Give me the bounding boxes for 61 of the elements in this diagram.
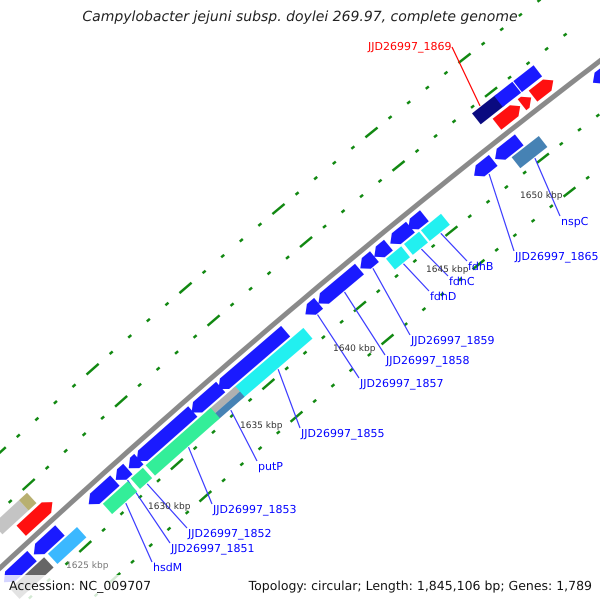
leader-line (146, 484, 188, 528)
gene-feature (518, 96, 532, 110)
gene-feature (408, 210, 429, 230)
accession-text: Accession: NC_009707 (9, 578, 152, 594)
leader-line (127, 480, 170, 544)
gene-feature (390, 222, 415, 244)
gene-label: fdhD (430, 290, 456, 303)
gene-feature (386, 246, 410, 270)
gene-feature (102, 481, 138, 514)
gene-feature (0, 492, 36, 534)
gene-label: hsdM (153, 561, 182, 574)
leader-line (372, 268, 411, 336)
gene-label: JJD26997_1859 (411, 334, 494, 347)
leader-line (344, 292, 386, 356)
gene-label: JJD26997_1853 (213, 503, 296, 516)
gene-feature (420, 214, 450, 241)
gene-feature (16, 502, 52, 536)
leader-line (534, 158, 561, 216)
gene-feature (404, 232, 428, 255)
gene-feature (218, 326, 290, 389)
leader-line (125, 502, 153, 562)
gene-feature (374, 240, 393, 258)
genome-info-text: Topology: circular; Length: 1,845,106 bp; Genes: 1,789 (248, 578, 592, 594)
gene-feature (192, 382, 226, 412)
leader-line (440, 232, 468, 262)
gene-feature (494, 82, 522, 107)
gene-feature (472, 94, 505, 124)
gene-label: JJD26997_1852 (188, 527, 272, 540)
gene-feature (146, 408, 220, 476)
leader-line (451, 46, 481, 106)
leader-line (488, 174, 515, 252)
leader-line (317, 314, 360, 378)
gene-label: JJD26997_1858 (386, 354, 470, 367)
gene-feature (495, 134, 524, 160)
leader-line (230, 410, 258, 462)
gene-label: nspC (561, 215, 588, 228)
gene-label: JJD26997_1865 (515, 250, 598, 263)
gene-feature (34, 525, 65, 554)
gene-label: fdhC (449, 275, 475, 288)
gene-label: putP (258, 460, 283, 473)
gene-feature (318, 264, 364, 304)
gene-label: JJD26997_1869 (368, 40, 452, 53)
leader-line (188, 446, 213, 504)
gene-label: JJD26997_1855 (301, 427, 384, 440)
gene-feature (305, 298, 324, 315)
gene-feature (88, 475, 120, 504)
gene-feature (130, 468, 152, 489)
scale-label: 1635 kbp (240, 421, 282, 432)
gene-label: JJD26997_1851 (171, 542, 254, 555)
title: Campylobacter jejuni subsp. doylei 269.97, complete genome (81, 9, 519, 25)
gene-feature (512, 136, 548, 168)
gene-feature (513, 65, 542, 92)
gene-feature (474, 154, 498, 176)
leader-line (403, 263, 430, 292)
gene-feature (528, 80, 554, 102)
gene-feature (492, 105, 520, 130)
gene-feature (360, 251, 379, 269)
gene-label: JJD26997_1857 (360, 377, 444, 390)
gene-feature (136, 406, 198, 462)
scale-label: 1625 kbp (66, 561, 108, 572)
leader-line (278, 369, 301, 428)
